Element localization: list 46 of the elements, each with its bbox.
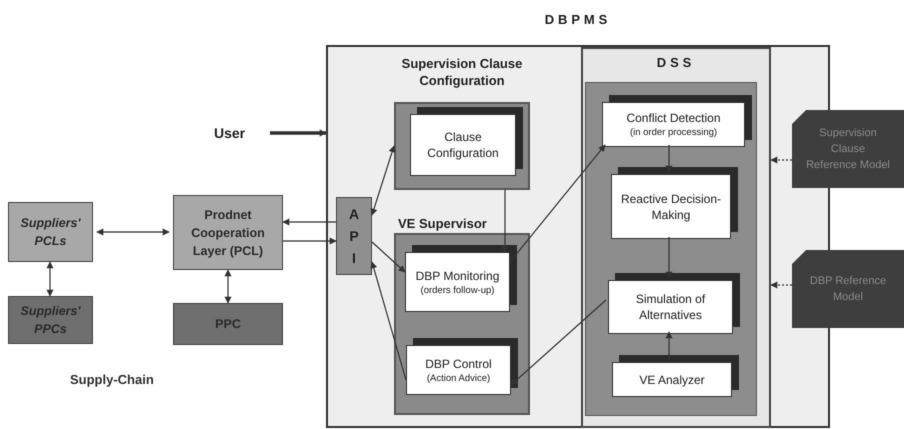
dss-panel: [581, 47, 771, 428]
arrow: [46, 261, 54, 297]
group-heading: DSS: [656, 54, 696, 72]
arrow: [770, 156, 792, 164]
box-title: Conflict Detection: [626, 110, 721, 126]
box-title: Prodnet Cooperation Layer (PCL): [190, 206, 266, 260]
arrow: [666, 331, 672, 360]
arrow: [96, 228, 170, 236]
box-title: Simulation of Alternatives: [634, 291, 706, 323]
arrow: [666, 237, 672, 279]
box-title: VE Analyzer: [639, 372, 705, 388]
box-subtitle: (in order processing): [630, 126, 718, 139]
arrow: [510, 300, 606, 386]
group-heading: VE Supervisor: [398, 215, 487, 233]
box-subtitle: (Action Advice): [426, 372, 490, 384]
group-heading: DBPMS: [544, 11, 612, 29]
box-title: Suppliers' PPCs: [20, 303, 82, 338]
arrow: [283, 238, 337, 244]
arrow: [370, 261, 407, 380]
box-title: DBP Control: [425, 356, 492, 372]
arrow: [510, 144, 606, 262]
layer-box: [173, 195, 283, 270]
arrow: [502, 190, 508, 253]
arrow: [270, 130, 327, 136]
box-subtitle: (orders follow-up): [420, 284, 494, 296]
actor-label: User: [214, 124, 246, 142]
reference-model-label: DBP Reference Model: [808, 274, 888, 305]
box-title: Suppliers' PCLs: [20, 215, 82, 250]
arrow: [770, 282, 792, 288]
arrow: [370, 145, 396, 216]
supplier-box: [8, 296, 93, 344]
group-heading: Supervision Clause Configuration: [400, 55, 524, 89]
arrow: [282, 218, 336, 226]
arrow: [224, 269, 232, 304]
box-title: DBP Monitoring: [416, 268, 500, 284]
arrow: [666, 145, 672, 173]
system-box: [173, 303, 283, 345]
box-title: PPC: [215, 316, 241, 333]
box-title: Clause Configuration: [426, 129, 500, 161]
box-title: Reactive Decision-Making: [620, 190, 722, 222]
api-box: [336, 197, 372, 275]
arrow: [372, 242, 406, 272]
api-letters: API: [348, 205, 360, 268]
supplier-box: [8, 202, 93, 262]
reference-model-label: Supervision Clause Reference Model: [805, 126, 891, 173]
region-label: Supply-Chain: [70, 372, 154, 387]
